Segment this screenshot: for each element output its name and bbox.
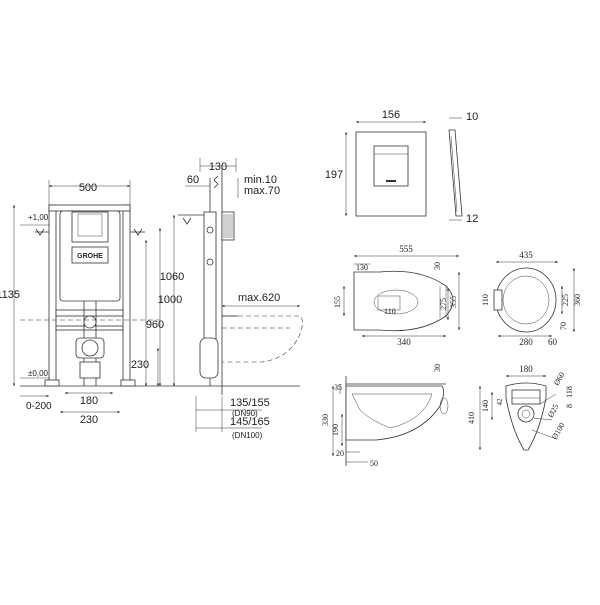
dim-dn90: (DN90) xyxy=(232,409,258,418)
grohe-logo: GROHE xyxy=(77,253,103,260)
dim-1135: 1135 xyxy=(0,289,20,301)
bowl-top-dim-110: 110 xyxy=(384,307,396,316)
bowl-front-view: 180 410 140 42 118 8 Ø60 Ø25 Ø100 xyxy=(467,364,574,451)
dim-0-200: 0-200 xyxy=(26,401,52,412)
bowl-top-dim-555: 555 xyxy=(399,244,413,254)
bowl-side-dim-330: 330 xyxy=(321,414,330,426)
dim-130: 130 xyxy=(209,161,227,173)
dim-230-height: 230 xyxy=(131,359,149,371)
bowl-rear-dim-225: 225 xyxy=(561,294,570,306)
dim-dn100: (DN100) xyxy=(232,431,263,440)
level-plus: +1,00 xyxy=(28,213,49,222)
dim-min10: min.10 xyxy=(244,174,277,186)
bowl-top-dim-340: 340 xyxy=(397,337,411,347)
dim-500: 500 xyxy=(79,182,97,194)
bowl-rear-dim-110: 110 xyxy=(481,294,490,306)
bowl-front-dim-8: 8 xyxy=(565,404,574,408)
bowl-top-dim-355: 355 xyxy=(449,296,458,308)
bowl-rear-view: 435 110 225 360 70 280 60 xyxy=(481,250,582,347)
bowl-side-dim-20: 20 xyxy=(336,449,344,458)
dim-12: 12 xyxy=(466,213,478,225)
dim-60: 60 xyxy=(187,174,199,186)
bowl-rear-dim-60: 60 xyxy=(548,337,558,347)
dim-960: 960 xyxy=(146,319,164,331)
dim-180: 180 xyxy=(80,395,98,407)
bowl-rear-dim-70: 70 xyxy=(559,322,568,330)
dim-max70: max.70 xyxy=(244,185,280,197)
bowl-top-dim-130: 130 xyxy=(356,263,368,272)
bowl-rear-dim-360: 360 xyxy=(573,294,582,306)
bowl-front-dim-140: 140 xyxy=(481,400,490,412)
bowl-side-view: 35 30 330 190 20 50 xyxy=(321,364,449,468)
dim-197: 197 xyxy=(325,169,343,181)
dim-max620: max.620 xyxy=(238,292,280,304)
bowl-front-dim-410: 410 xyxy=(467,412,476,424)
dim-156: 156 xyxy=(382,109,400,121)
bowl-front-dim-42: 42 xyxy=(496,398,504,406)
dim-135-155: 135/155 xyxy=(230,397,270,409)
dim-10: 10 xyxy=(466,111,478,123)
bowl-side-dim-30: 30 xyxy=(433,364,442,372)
flush-plate-view: 156 197 10 12 xyxy=(325,109,478,225)
bowl-top-dim-155: 155 xyxy=(333,296,342,308)
bowl-front-dim-180: 180 xyxy=(519,364,533,374)
frame-side-view: 130 60 min.10 max.70 1060 1000 960 max.6… xyxy=(144,158,303,440)
bowl-front-dim-phi100: Ø100 xyxy=(550,421,567,441)
bowl-front-dim-phi25: Ø25 xyxy=(546,403,561,419)
bowl-front-dim-phi60: Ø60 xyxy=(552,371,567,387)
bowl-side-dim-190: 190 xyxy=(331,424,340,436)
dim-1000: 1000 xyxy=(158,294,182,306)
dim-1060: 1060 xyxy=(160,271,184,283)
frame-front-view: GROHE 500 1135 +1,00 ±0,00 0-20 xyxy=(0,180,300,426)
bowl-top-dim-275: 275 xyxy=(439,298,448,310)
bowl-rear-dim-280: 280 xyxy=(519,337,533,347)
bowl-side-dim-50: 50 xyxy=(370,459,378,468)
bowl-side-dim-35: 35 xyxy=(334,383,342,392)
bowl-front-dim-118: 118 xyxy=(565,386,574,398)
bowl-rear-dim-435: 435 xyxy=(519,250,533,260)
dim-145-165: 145/165 xyxy=(230,416,270,428)
level-zero: ±0,00 xyxy=(28,369,49,378)
dim-230-width: 230 xyxy=(80,414,98,426)
bowl-top-view: 555 130 30 155 110 275 355 340 xyxy=(333,244,461,347)
bowl-top-dim-30: 30 xyxy=(433,262,442,270)
